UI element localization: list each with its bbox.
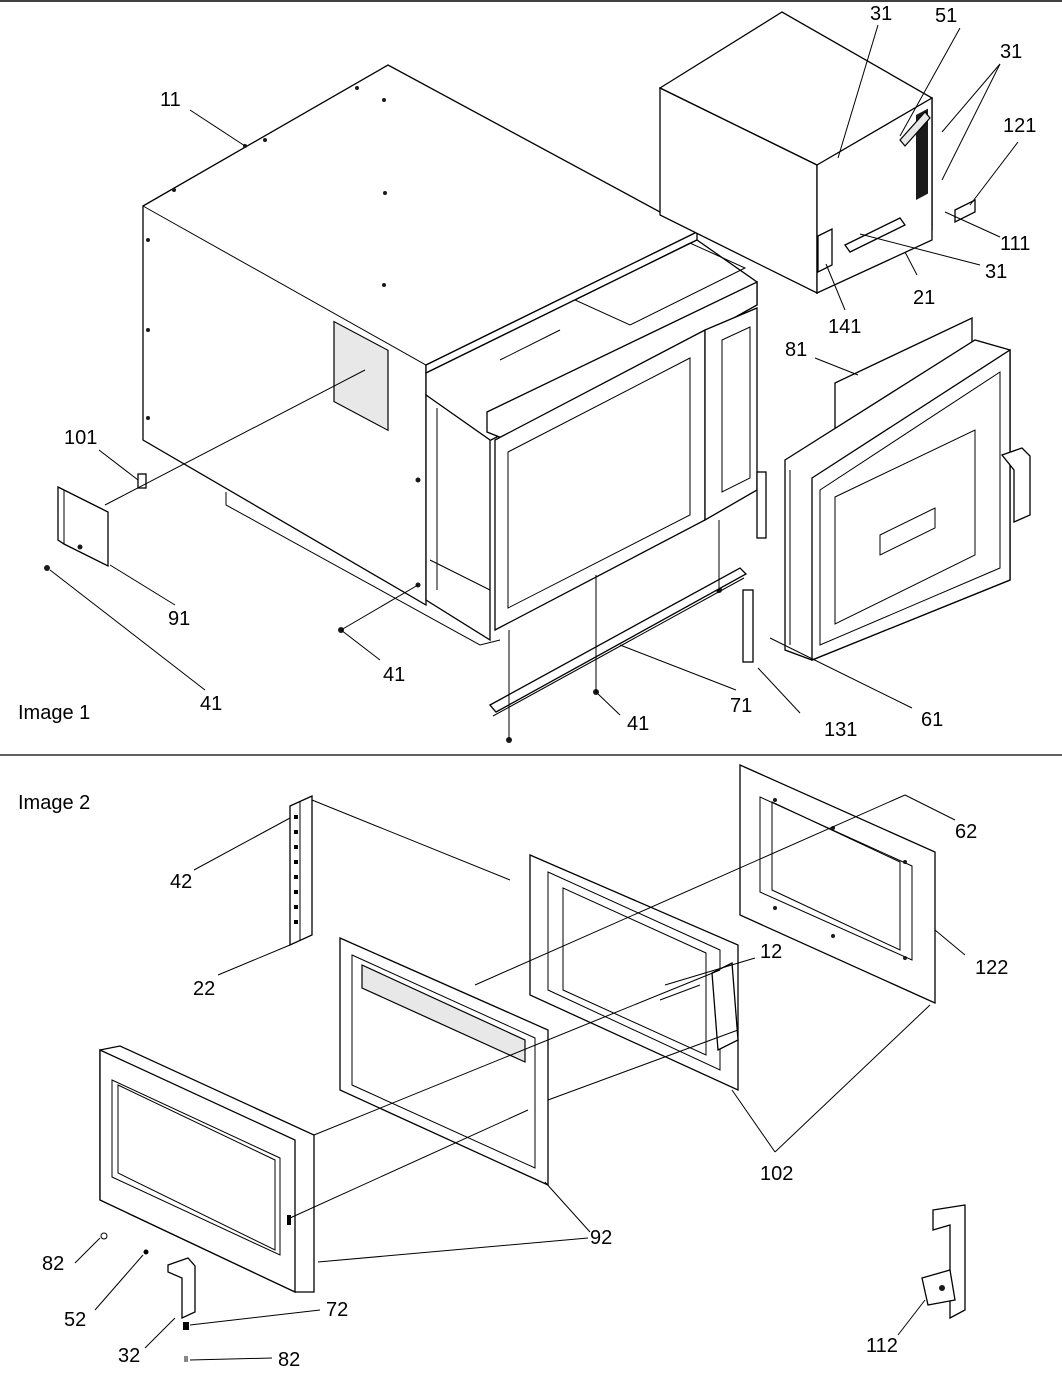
label-52: 52: [64, 1309, 86, 1331]
door-frame-122: [739, 763, 936, 1005]
label-91: 91: [168, 608, 190, 630]
label-122: 122: [975, 957, 1008, 979]
label-71: 71: [730, 695, 752, 717]
label-82a: 82: [42, 1253, 64, 1275]
label-72: 72: [326, 1299, 348, 1321]
label-102: 102: [760, 1163, 793, 1185]
label-92: 92: [590, 1227, 612, 1249]
label-101: 101: [64, 427, 97, 449]
label-42: 42: [170, 871, 192, 893]
bottom-trim-71: [488, 567, 748, 717]
label-22: 22: [193, 978, 215, 1000]
label-31a: 31: [870, 3, 892, 25]
clip-101: [137, 473, 147, 489]
label-11: 11: [160, 89, 181, 111]
part-82b: [184, 1356, 188, 1362]
label-82b: 82: [278, 1349, 300, 1371]
strip-131: [742, 589, 754, 663]
label-51: 51: [935, 5, 957, 27]
part-72: [183, 1322, 189, 1330]
inner-frame-102: [529, 854, 739, 1092]
label-121: 121: [1003, 115, 1036, 137]
outer-cabinet: [142, 64, 699, 646]
label-131: 131: [824, 719, 857, 741]
label-62: 62: [955, 821, 977, 843]
door-assembly-61: [784, 339, 1031, 661]
rear-enclosure: [658, 11, 976, 295]
label-41a: 41: [200, 693, 222, 715]
label-61: 61: [921, 709, 943, 731]
label-21: 21: [913, 287, 935, 309]
hinge-bracket-22: [289, 794, 313, 947]
label-31c: 31: [985, 261, 1007, 283]
label-32: 32: [118, 1345, 140, 1367]
part-52: [143, 1249, 149, 1255]
leaders-image2: [74, 794, 966, 1361]
label-31b: 31: [1000, 41, 1022, 63]
front-door-panel-92: [99, 1045, 315, 1294]
handle-32: [167, 1257, 196, 1320]
label-41b: 41: [383, 664, 405, 686]
screw-41a: [44, 565, 50, 571]
cover-plate-91: [57, 485, 109, 568]
part-82a: [100, 1232, 108, 1240]
caption-image1: Image 1: [18, 702, 90, 724]
leaders-image1: [49, 24, 1019, 740]
caption-image2: Image 2: [18, 792, 90, 814]
label-141: 141: [828, 316, 861, 338]
label-81: 81: [785, 339, 807, 361]
label-12: 12: [760, 941, 782, 963]
oven-chassis: [425, 239, 758, 642]
label-112: 112: [866, 1335, 898, 1357]
label-41c: 41: [627, 713, 649, 735]
hinge-strip: [756, 471, 767, 539]
label-111: 111: [1000, 233, 1030, 255]
latch-assembly-112: [921, 1204, 966, 1320]
